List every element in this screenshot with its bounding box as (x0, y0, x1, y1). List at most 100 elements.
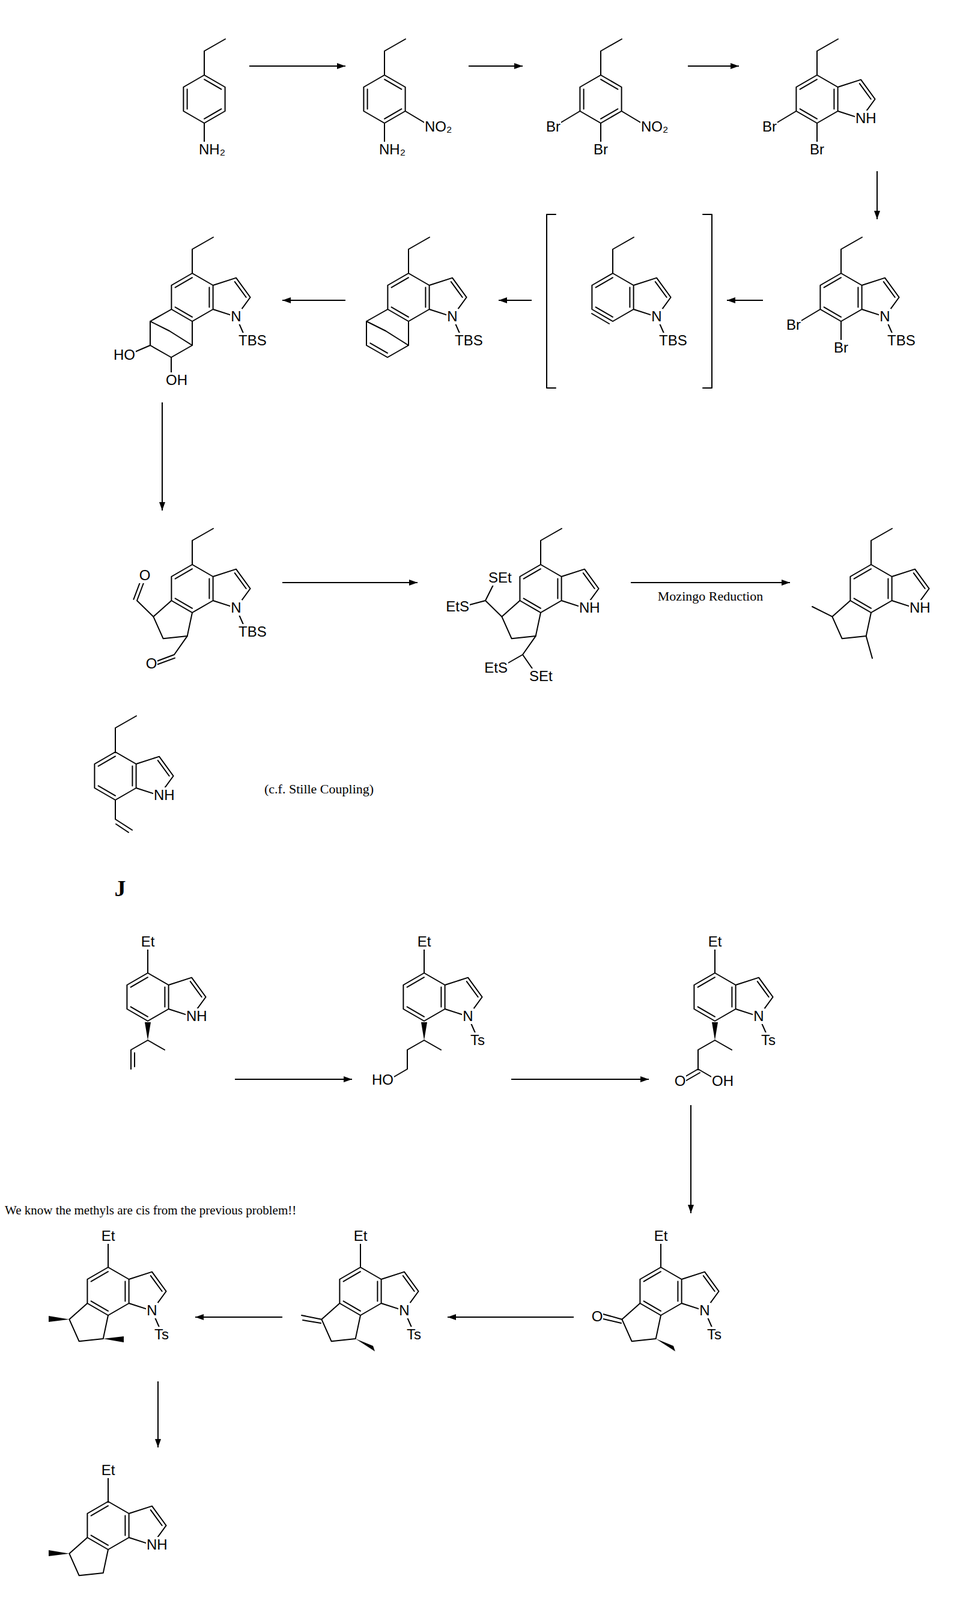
arrow-head (409, 579, 418, 586)
atom-label: EtS (445, 598, 470, 615)
molecule-node: BrBrNTBS (774, 231, 920, 364)
reaction-arrow (447, 1314, 574, 1321)
note-text: (c.f. Stille Coupling) (264, 781, 374, 798)
arrow-line (447, 1316, 574, 1319)
atom-label: Et (100, 1228, 116, 1245)
atom-label: Et (353, 1228, 369, 1245)
atom-label: OH (711, 1073, 735, 1090)
cycloadduct-structure (366, 237, 467, 358)
molecule-node: NH₂ (177, 33, 238, 160)
atom-label: Et (416, 934, 432, 950)
molecule-node: N TBS (357, 231, 487, 367)
tbs-dibromoindole-structure (800, 237, 900, 341)
arrow-head (781, 579, 790, 586)
nitroaniline-structure (363, 39, 426, 143)
atom-label: Br (545, 118, 562, 135)
acid-structure (683, 949, 774, 1082)
atom-label: NO₂ (424, 118, 453, 135)
final-structure (48, 1477, 167, 1576)
indolyne-structure (546, 214, 712, 389)
molecule-node: NH (85, 710, 191, 843)
atom-label: OH (165, 372, 189, 389)
atom-label: N (145, 1303, 158, 1319)
molecule-node: EtNTsHO (364, 931, 500, 1091)
arrow-line (282, 582, 418, 584)
ketone-structure (603, 1243, 720, 1352)
reaction-arrow (726, 297, 763, 304)
compound-letter: J (114, 874, 127, 903)
molecule-node: BrBrNO₂ (534, 33, 676, 160)
molecule-node: EtNH (39, 1459, 184, 1586)
arrow-head (159, 502, 166, 511)
arrow-head (282, 297, 291, 304)
arrow-head (343, 1076, 353, 1083)
arrow-line (511, 1078, 649, 1081)
atom-label: NH (145, 1537, 169, 1553)
atom-label: O (591, 1309, 604, 1325)
molecule-node: NH₂NO₂ (357, 33, 457, 160)
arrow-line (161, 402, 163, 511)
reaction-arrow (195, 1314, 283, 1321)
arrow-line (195, 1316, 283, 1319)
dibromoindole-structure (776, 39, 876, 143)
atom-label: TBS (886, 332, 917, 349)
arrow-head (514, 63, 523, 70)
molecule-node: NTBS (543, 213, 715, 391)
atom-label: N (446, 308, 458, 325)
reaction-arrow (468, 63, 523, 70)
atom-label: Br (592, 141, 609, 158)
atom-label: Ts (469, 1032, 486, 1049)
atom-label: N (752, 1008, 765, 1025)
atom-label: Et (653, 1228, 669, 1245)
atom-label: EtS (483, 660, 509, 676)
atom-label: O (138, 567, 152, 584)
atom-label: HO (371, 1072, 395, 1088)
vinylindole-structure (94, 716, 174, 833)
atom-label: N (698, 1303, 711, 1319)
arrow-head (498, 297, 508, 304)
reaction-arrow (154, 1381, 162, 1448)
reaction-arrow (159, 402, 166, 511)
reaction-arrow (511, 1076, 649, 1083)
molecule-node: EtN Ts (39, 1225, 184, 1370)
reaction-arrow (630, 579, 790, 586)
atom-label: SEt (487, 570, 513, 586)
molecule-node: EtNTs (294, 1225, 436, 1370)
arrow-head (687, 1205, 694, 1214)
dibromonitro-structure (559, 39, 642, 143)
molecule-node: EtNH (111, 931, 223, 1079)
atom-label: Et (707, 934, 723, 950)
arrow-line (630, 582, 790, 584)
reaction-arrow (498, 297, 532, 304)
arrow-line (282, 299, 346, 301)
molecule-node: O O N TBS (114, 522, 271, 673)
reaction-arrow (687, 63, 739, 70)
atom-label: N (878, 308, 891, 325)
molecule-node: NH (802, 522, 947, 667)
atom-label: Et (100, 1462, 116, 1479)
atom-label: Ts (153, 1327, 170, 1343)
reaction-arrow (249, 63, 346, 70)
dialdehyde-structure (133, 528, 250, 666)
atom-label: Br (833, 340, 849, 356)
atom-label: Br (809, 141, 825, 158)
atom-label: NO₂ (640, 118, 669, 135)
atom-label: Br (785, 317, 802, 333)
alcohol-structure (392, 949, 483, 1078)
molecule-node: HOOHNTBS (105, 231, 271, 391)
aniline-structure (183, 39, 226, 143)
arrow-head (640, 1076, 649, 1083)
methylene-structure (301, 1243, 419, 1352)
atom-label: TBS (237, 624, 268, 640)
atom-label: O (145, 656, 158, 672)
arrow-line (690, 1105, 692, 1214)
note-text: We know the methyls are cis from the pre… (4, 1203, 297, 1219)
atom-label: TBS (454, 332, 484, 349)
reagent-label: Mozingo Reduction (656, 588, 765, 605)
dithioacetal-structure (467, 528, 599, 671)
atom-label: Et (140, 934, 156, 950)
atom-label: NH (578, 600, 601, 616)
atom-label: N (230, 600, 242, 616)
